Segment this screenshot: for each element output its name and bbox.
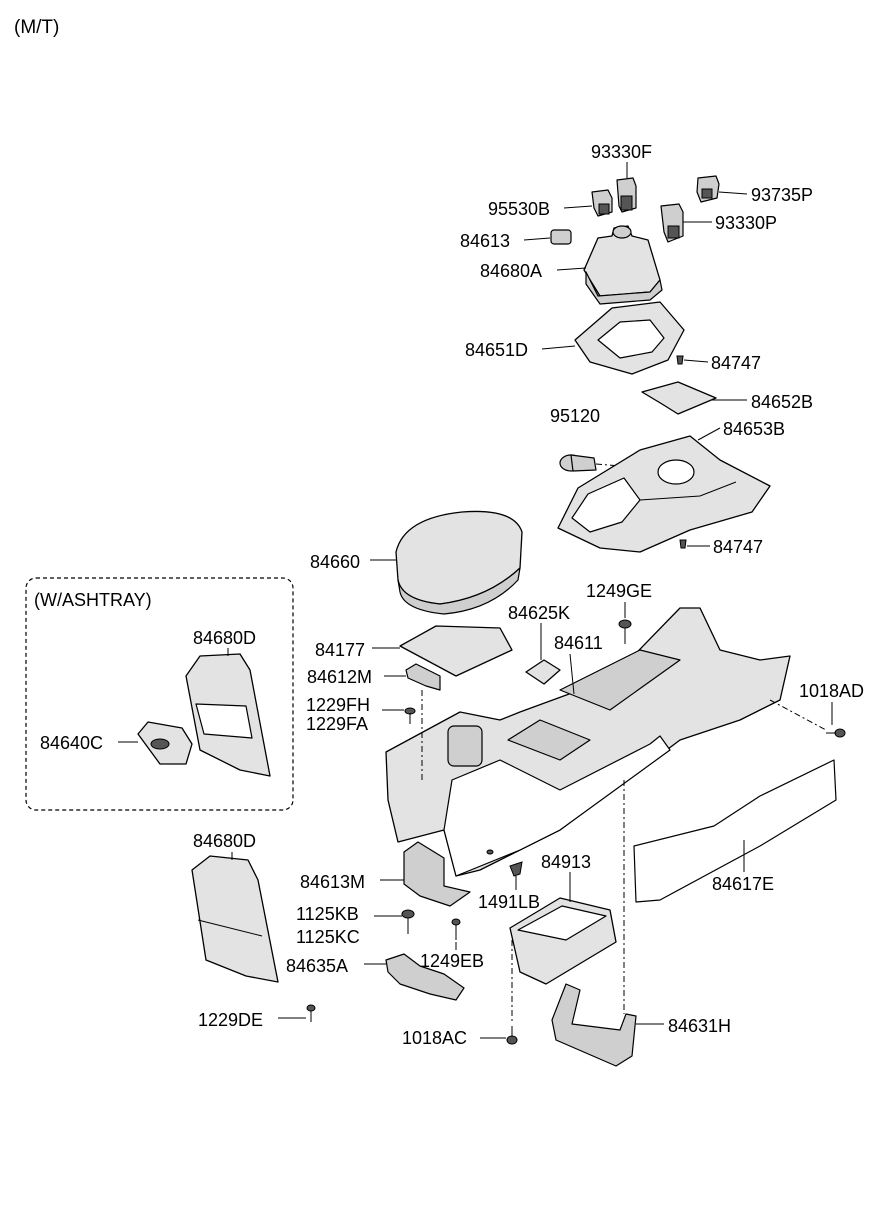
label-84913: 84913 bbox=[541, 852, 591, 872]
bolt-1125KB[interactable] bbox=[401, 909, 415, 934]
screw-1229DE[interactable] bbox=[306, 1004, 316, 1022]
inset-title: (W/ASHTRAY) bbox=[34, 590, 152, 610]
label-93330F: 93330F bbox=[591, 142, 652, 162]
screw-1229FH[interactable] bbox=[404, 707, 416, 724]
label-1125KB: 1125KB bbox=[296, 904, 359, 924]
bracket-84613M[interactable] bbox=[403, 841, 471, 907]
label-84747-upper: 84747 bbox=[711, 353, 761, 373]
label-1491LB: 1491LB bbox=[478, 892, 540, 912]
clip-84747-upper[interactable] bbox=[676, 355, 684, 365]
lighter-95120[interactable] bbox=[559, 454, 597, 472]
switch-93330F[interactable] bbox=[616, 177, 637, 213]
screw-1249EB[interactable] bbox=[451, 918, 461, 940]
label-93735P: 93735P bbox=[751, 185, 813, 205]
label-84613M: 84613M bbox=[300, 872, 365, 892]
switch-95530B[interactable] bbox=[591, 189, 613, 217]
label-84611: 84611 bbox=[554, 633, 603, 653]
knob-84613[interactable] bbox=[550, 229, 572, 245]
switch-93735P[interactable] bbox=[696, 175, 720, 203]
label-1229FH: 1229FH bbox=[306, 695, 370, 715]
label-84652B: 84652B bbox=[751, 392, 813, 412]
clip-84747-lower[interactable] bbox=[679, 539, 687, 549]
label-1125KC: 1125KC bbox=[296, 927, 360, 947]
label-84651D: 84651D bbox=[465, 340, 528, 360]
ashtray-inset: (W/ASHTRAY) 84680D 84640C bbox=[25, 577, 294, 811]
screw-1018AC[interactable] bbox=[506, 1026, 518, 1045]
label-84612M: 84612M bbox=[307, 667, 372, 687]
mat-84177[interactable] bbox=[399, 625, 513, 677]
label-95120: 95120 bbox=[550, 406, 600, 426]
cover-84680D-inset[interactable] bbox=[185, 653, 271, 777]
label-84177: 84177 bbox=[315, 640, 365, 660]
bracket-84612M[interactable] bbox=[405, 663, 441, 691]
label-1018AC: 1018AC bbox=[402, 1028, 467, 1048]
label-84747-lower: 84747 bbox=[713, 537, 763, 557]
label-84631H: 84631H bbox=[668, 1016, 731, 1036]
pad-84652B[interactable] bbox=[641, 381, 717, 415]
label-84617E: 84617E bbox=[712, 874, 774, 894]
label-1018AD: 1018AD bbox=[799, 681, 864, 701]
cover-84680D[interactable] bbox=[191, 855, 279, 983]
label-84635A: 84635A bbox=[286, 956, 348, 976]
label-84653B: 84653B bbox=[723, 419, 785, 439]
panel-84617E[interactable] bbox=[633, 759, 837, 903]
label-95530B: 95530B bbox=[488, 199, 550, 219]
label-84613: 84613 bbox=[460, 231, 510, 251]
screw-1249GE[interactable] bbox=[618, 619, 632, 644]
label-84680A: 84680A bbox=[480, 261, 542, 281]
tray-84913[interactable] bbox=[509, 897, 617, 985]
ashtray-84640C[interactable] bbox=[137, 721, 193, 765]
panel-84653B[interactable] bbox=[557, 435, 771, 553]
label-1229FA: 1229FA bbox=[306, 714, 368, 734]
label-1249GE: 1249GE bbox=[586, 581, 652, 601]
label-84640C: 84640C bbox=[40, 733, 103, 753]
label-84680D-inset: 84680D bbox=[193, 628, 256, 648]
label-93330P: 93330P bbox=[715, 213, 777, 233]
variant-label: (M/T) bbox=[14, 17, 59, 38]
label-84680D: 84680D bbox=[193, 831, 256, 851]
armrest-84660[interactable] bbox=[395, 510, 523, 615]
label-1249EB: 1249EB bbox=[420, 951, 484, 971]
screw-1018AD[interactable] bbox=[826, 728, 846, 738]
label-84625K: 84625K bbox=[508, 603, 570, 623]
boot-84680A[interactable] bbox=[583, 225, 663, 305]
switch-93330P[interactable] bbox=[660, 203, 684, 243]
bracket-84631H[interactable] bbox=[551, 983, 637, 1067]
label-1229DE: 1229DE bbox=[198, 1010, 263, 1030]
mat-84625K[interactable] bbox=[525, 659, 561, 685]
console-84611[interactable] bbox=[385, 607, 791, 877]
label-84660: 84660 bbox=[310, 552, 360, 572]
bezel-84651D[interactable] bbox=[574, 301, 685, 375]
bracket-84635A[interactable] bbox=[385, 953, 465, 1001]
clip-1491LB[interactable] bbox=[509, 861, 523, 877]
